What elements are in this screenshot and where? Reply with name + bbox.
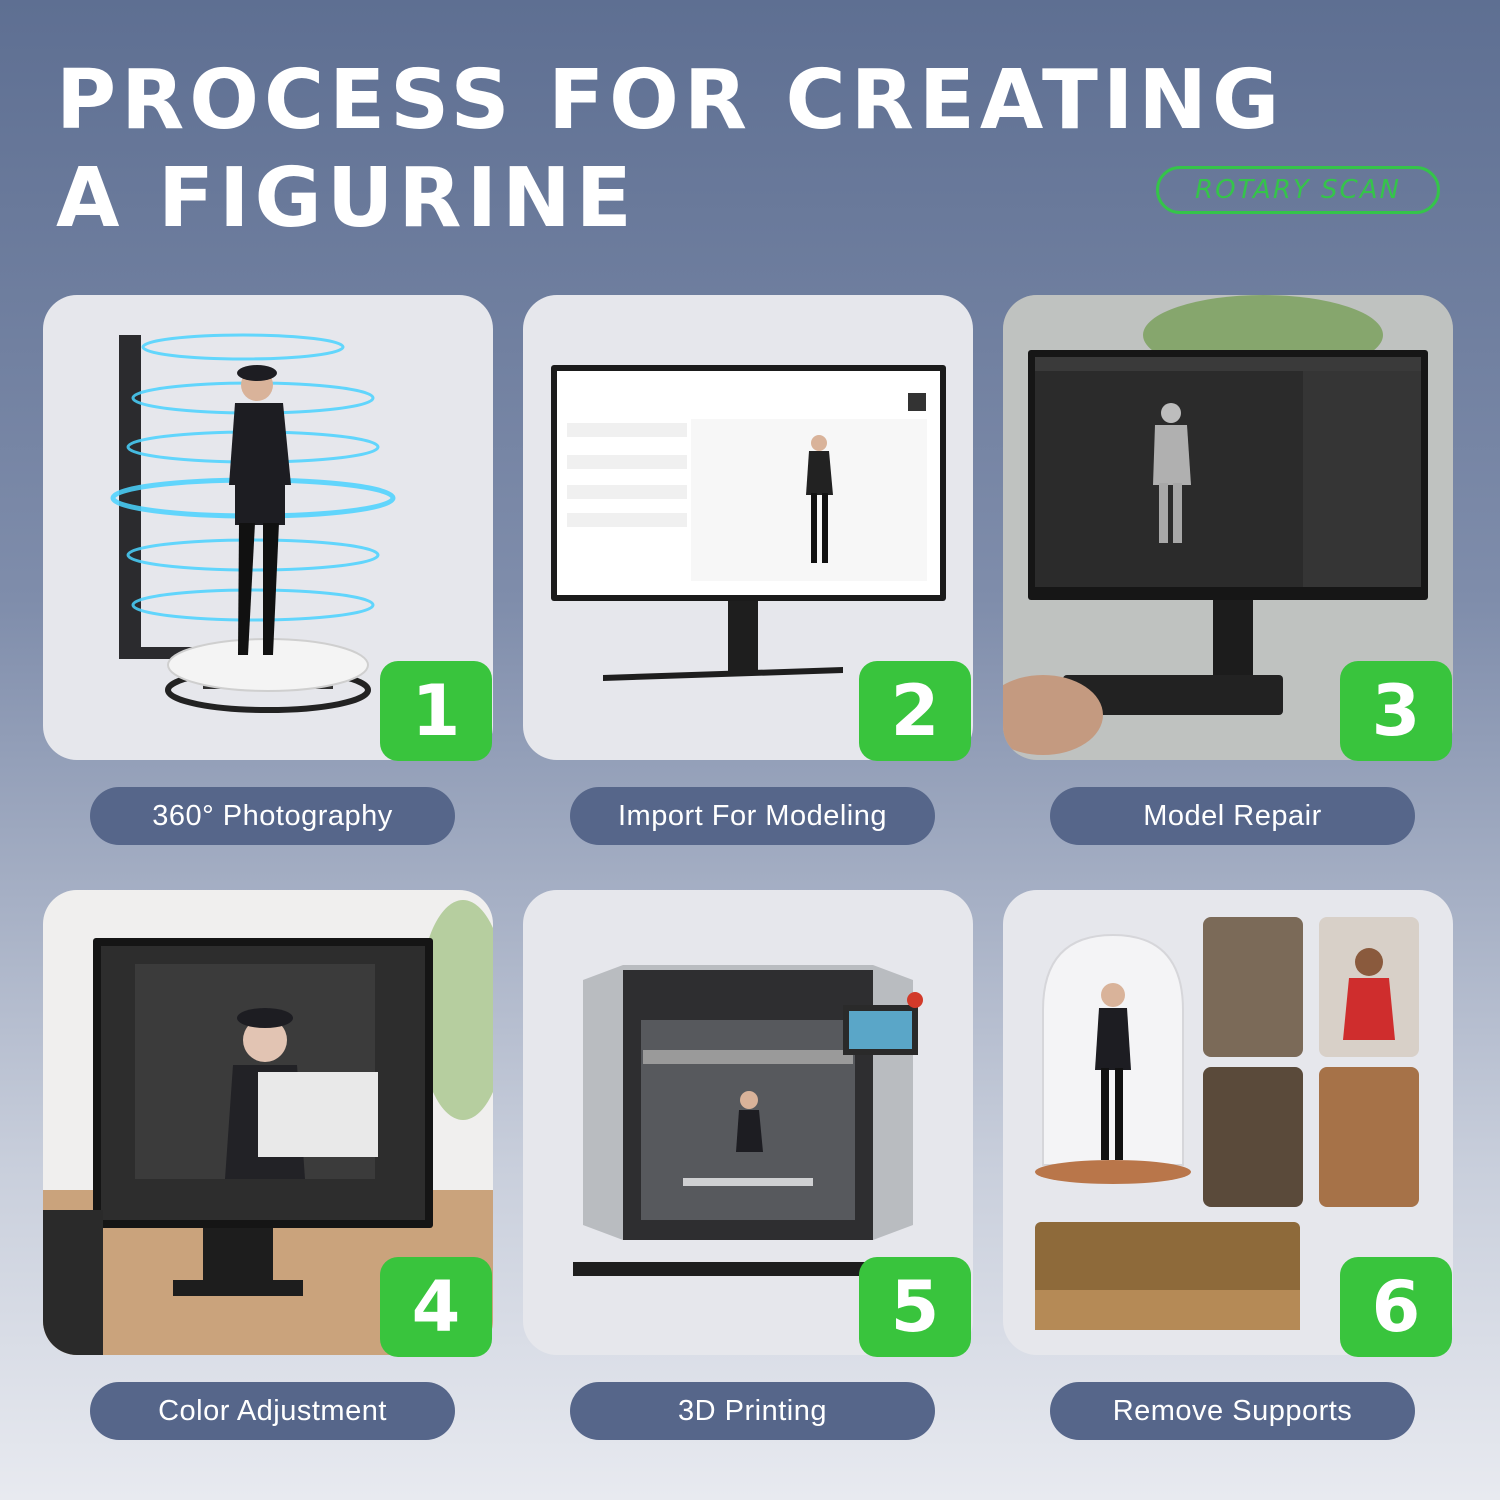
3d-printer-illustration <box>573 965 923 1276</box>
monitor-modeling-illustration <box>551 365 946 681</box>
page-title: PROCESS FOR CREATING A FIGURINE <box>56 52 1456 248</box>
step-2-number: 2 <box>859 661 971 761</box>
figurine-silhouette <box>229 365 291 655</box>
step-4-label: Color Adjustment <box>90 1382 455 1440</box>
title-line-2: A FIGURINE <box>56 151 637 246</box>
step-6-label: Remove Supports <box>1050 1382 1415 1440</box>
rotary-scan-badge: ROTARY SCAN <box>1156 166 1440 214</box>
step-5-card <box>523 890 973 1355</box>
step-1-label: 360° Photography <box>90 787 455 845</box>
step-4-card <box>43 890 493 1355</box>
model-repair-illustration <box>1003 295 1453 760</box>
rotary-scanner-illustration <box>110 333 396 713</box>
step-4-number: 4 <box>380 1257 492 1357</box>
step-3-label: Model Repair <box>1050 787 1415 845</box>
step-2-label: Import For Modeling <box>570 787 935 845</box>
color-adjustment-illustration <box>43 900 493 1355</box>
title-line-1: PROCESS FOR CREATING <box>56 53 1285 148</box>
step-6-card <box>1003 890 1453 1355</box>
finished-figurines-illustration <box>1035 917 1419 1330</box>
step-6-number: 6 <box>1340 1257 1452 1357</box>
step-5-label: 3D Printing <box>570 1382 935 1440</box>
step-3-number: 3 <box>1340 661 1452 761</box>
step-5-number: 5 <box>859 1257 971 1357</box>
step-2-card <box>523 295 973 760</box>
step-1-card <box>43 295 493 760</box>
step-1-number: 1 <box>380 661 492 761</box>
